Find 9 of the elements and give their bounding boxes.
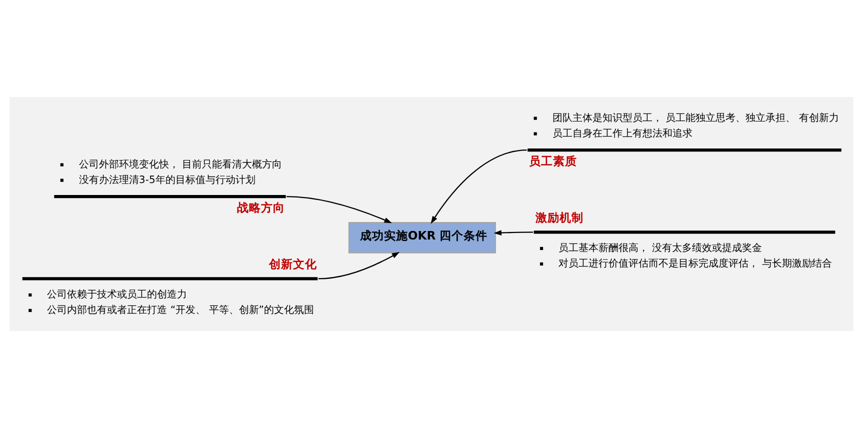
arrow xyxy=(430,149,527,224)
node-box: 成功实施OKR 四个条件 xyxy=(348,221,496,253)
node-label: 战略方向 xyxy=(237,200,286,214)
node-label: 创新文化 xyxy=(268,256,317,270)
arrow xyxy=(318,251,400,279)
arrow xyxy=(494,230,533,236)
node-label: 激励机制 xyxy=(535,210,584,224)
node-label: 员工素质 xyxy=(529,153,578,168)
arrow xyxy=(286,195,392,223)
